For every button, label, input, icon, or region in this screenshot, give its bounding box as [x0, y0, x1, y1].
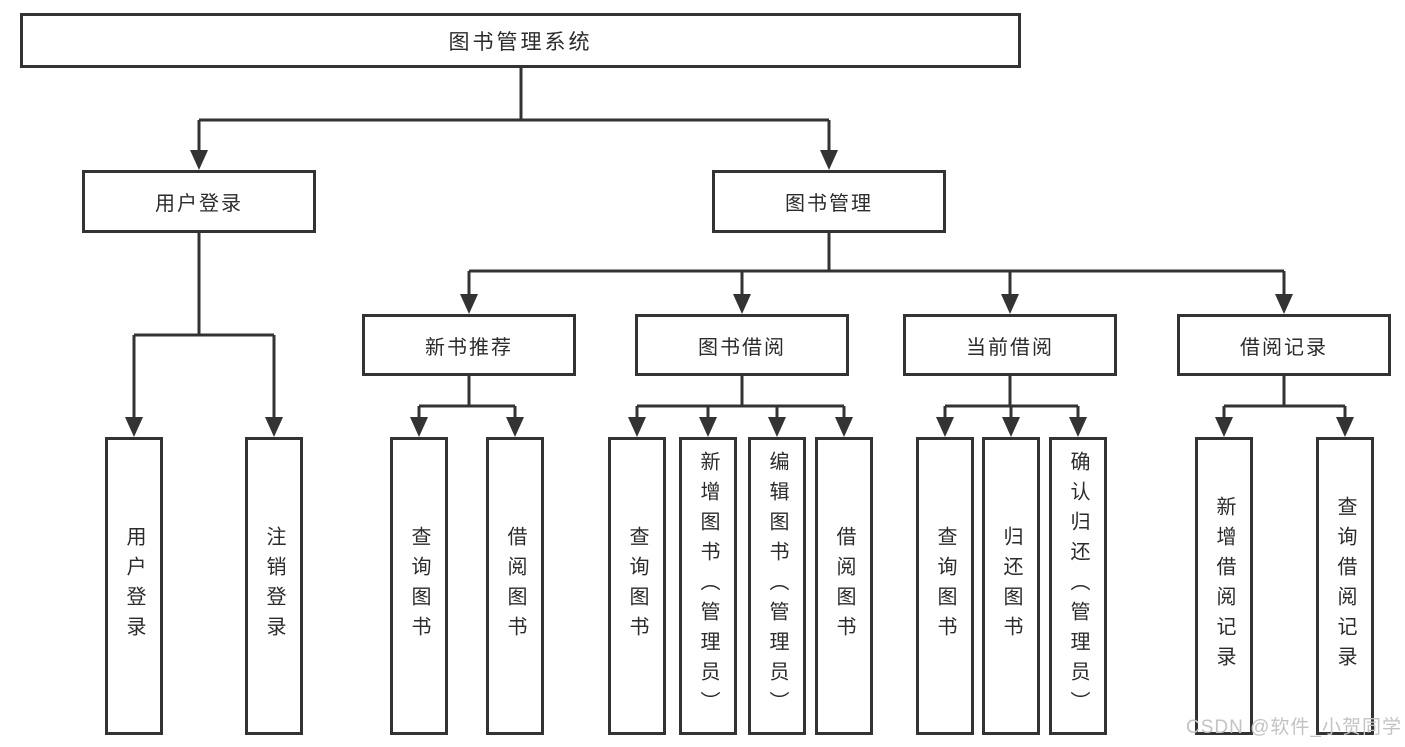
node-current-borrow: 当前借阅	[903, 314, 1117, 376]
arrowhead-icon	[1002, 417, 1020, 437]
node-leaf-confirm-return-admin: 确认归还（管理员）	[1049, 437, 1107, 735]
csdn-watermark: CSDN @软件_小贺同学	[1186, 717, 1402, 738]
node-label: 借阅图书	[504, 526, 526, 646]
connector-current-borrow-to-leaves	[936, 376, 1087, 437]
arrowhead-icon	[125, 417, 143, 437]
node-label: 用户登录	[123, 526, 145, 646]
node-label: 图书管理系统	[448, 30, 593, 54]
node-new-book-recommend: 新书推荐	[362, 314, 576, 376]
node-leaf-logout: 注销登录	[245, 437, 303, 735]
node-label: 查询图书	[934, 526, 956, 646]
node-root-system: 图书管理系统	[20, 13, 1021, 68]
node-label: 借阅图书	[833, 526, 855, 646]
node-leaf-borrow-books: 借阅图书	[815, 437, 873, 735]
node-label: 新增借阅记录	[1213, 496, 1235, 676]
arrowhead-icon	[835, 417, 853, 437]
connector-user-login-to-leaves	[125, 233, 283, 437]
node-label: 查询借阅记录	[1334, 496, 1356, 676]
node-leaf-current-query-books: 查询图书	[916, 437, 974, 735]
arrowhead-icon	[1001, 294, 1019, 314]
node-label: 确认归还（管理员）	[1067, 451, 1089, 721]
node-label: 新书推荐	[425, 336, 513, 359]
node-book-borrow: 图书借阅	[635, 314, 849, 376]
node-label: 借阅记录	[1240, 336, 1328, 359]
connector-new-book-rec-to-leaves	[410, 376, 524, 437]
node-label: 新增图书（管理员）	[697, 451, 719, 721]
connector-line	[635, 376, 846, 419]
arrowhead-icon	[265, 417, 283, 437]
node-leaf-edit-books-admin: 编辑图书（管理员）	[748, 437, 806, 735]
node-leaf-recommend-borrow-books: 借阅图书	[486, 437, 544, 735]
node-label: 当前借阅	[966, 336, 1054, 359]
arrowhead-icon	[1069, 417, 1087, 437]
node-label: 用户登录	[155, 193, 243, 215]
node-label: 注销登录	[263, 526, 285, 646]
node-label: 查询图书	[626, 526, 648, 646]
connector-line	[132, 233, 276, 419]
arrowhead-icon	[699, 417, 717, 437]
connector-book-mgmt-to-level3	[460, 233, 1293, 314]
node-leaf-query-borrow-record: 查询借阅记录	[1316, 437, 1374, 735]
arrowhead-icon	[768, 417, 786, 437]
arrowhead-icon	[1336, 417, 1354, 437]
arrowhead-icon	[733, 294, 751, 314]
node-label: 图书管理	[785, 193, 873, 215]
arrowhead-icon	[1275, 294, 1293, 314]
node-leaf-user-login: 用户登录	[105, 437, 163, 735]
arrowhead-icon	[190, 150, 208, 170]
arrowhead-icon	[820, 150, 838, 170]
connector-root-to-level2	[190, 68, 838, 170]
arrowhead-icon	[460, 294, 478, 314]
connector-line	[943, 376, 1080, 419]
node-book-mgmt-module: 图书管理	[712, 170, 946, 233]
connector-line	[1222, 376, 1347, 419]
arrowhead-icon	[628, 417, 646, 437]
node-leaf-borrow-query-books: 查询图书	[608, 437, 666, 735]
node-label: 编辑图书（管理员）	[766, 451, 788, 721]
arrowhead-icon	[936, 417, 954, 437]
node-label: 图书借阅	[698, 336, 786, 359]
connector-borrow-records-to-leaves	[1215, 376, 1354, 437]
connector-line	[197, 68, 831, 152]
arrowhead-icon	[1215, 417, 1233, 437]
node-user-login-module: 用户登录	[82, 170, 316, 233]
node-label: 归还图书	[1000, 526, 1022, 646]
node-leaf-add-borrow-record: 新增借阅记录	[1195, 437, 1253, 735]
connector-line	[417, 376, 517, 419]
arrowhead-icon	[506, 417, 524, 437]
node-leaf-recommend-query-books: 查询图书	[390, 437, 448, 735]
node-label: 查询图书	[408, 526, 430, 646]
node-borrow-records: 借阅记录	[1177, 314, 1391, 376]
arrowhead-icon	[410, 417, 428, 437]
connector-book-borrow-to-leaves	[628, 376, 853, 437]
node-leaf-add-books-admin: 新增图书（管理员）	[679, 437, 737, 735]
node-leaf-return-books: 归还图书	[982, 437, 1040, 735]
connector-line	[467, 233, 1286, 296]
